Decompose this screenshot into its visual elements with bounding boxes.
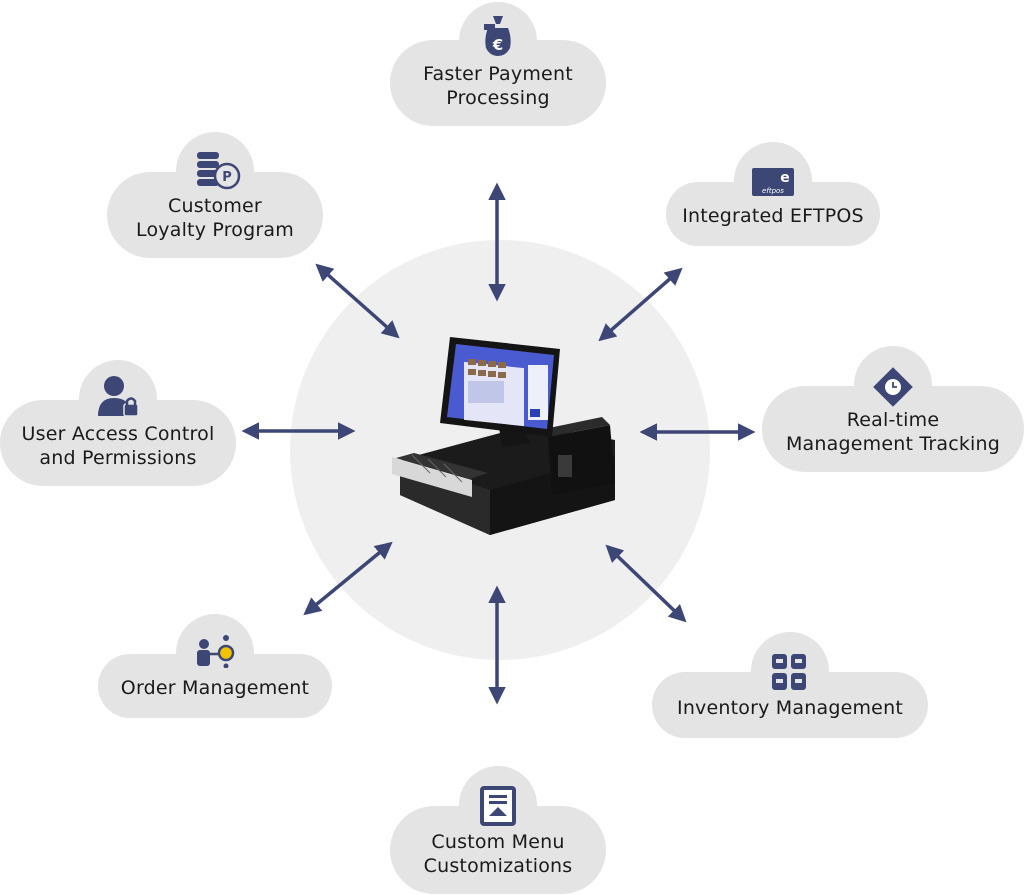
menu-line1: Custom Menu: [431, 831, 565, 853]
feature-user-access: User Access Control and Permissions: [0, 360, 236, 488]
inventory-grid-icon: [772, 654, 806, 690]
feature-eftpos: e eftpos Integrated EFTPOS: [666, 142, 880, 246]
menu-board-icon: [480, 786, 516, 826]
order-flow-icon: [197, 635, 235, 668]
feature-inventory: Inventory Management: [652, 632, 928, 738]
realtime-line2: Management Tracking: [785, 433, 1001, 455]
faster-payment-line2: Processing: [446, 87, 550, 109]
order-line1: Order Management: [120, 677, 310, 699]
feature-faster-payment: € Faster Payment Processing: [390, 0, 606, 128]
clock-icon: [873, 367, 913, 407]
feature-order: Order Management: [98, 614, 332, 718]
svg-text:P: P: [222, 170, 232, 185]
eftpos-line1: Integrated EFTPOS: [682, 205, 864, 227]
pos-terminal-image: [392, 337, 615, 535]
user-access-line2: and Permissions: [39, 447, 197, 469]
user-lock-icon: [98, 376, 139, 417]
arrow-top-left: [315, 263, 400, 339]
eftpos-card-icon: e eftpos: [752, 168, 794, 196]
svg-text:e: e: [780, 170, 790, 186]
realtime-line1: Real-time: [846, 409, 940, 431]
eftpos-icon-text: eftpos: [762, 187, 784, 195]
money-bag-euro-icon: €: [484, 16, 511, 56]
feature-realtime: Real-time Management Tracking: [762, 346, 1024, 472]
menu-line2: Customizations: [423, 855, 573, 877]
inventory-line1: Inventory Management: [677, 697, 903, 719]
user-access-line1: User Access Control: [21, 423, 215, 445]
feature-loyalty: P Customer Loyalty Program: [107, 132, 323, 258]
loyalty-line2: Loyalty Program: [136, 219, 294, 241]
faster-payment-line1: Faster Payment: [423, 63, 573, 85]
feature-menu: Custom Menu Customizations: [390, 766, 606, 894]
svg-text:€: €: [492, 36, 503, 54]
arrow-bottom-left: [303, 541, 393, 616]
arrow-bottom-right: [605, 544, 687, 623]
arrow-top-right: [598, 267, 683, 342]
loyalty-line1: Customer: [168, 195, 262, 217]
coins-points-icon: P: [197, 152, 241, 190]
